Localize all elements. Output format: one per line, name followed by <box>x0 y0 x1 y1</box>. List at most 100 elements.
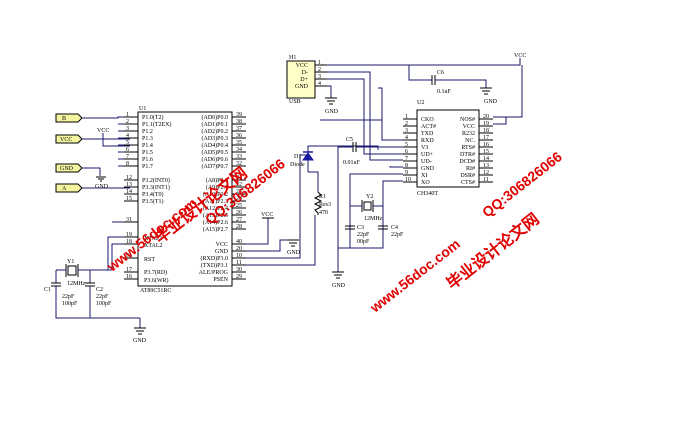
svg-text:P1.3: P1.3 <box>142 136 153 142</box>
svg-text:11: 11 <box>236 260 242 266</box>
svg-text:22pF: 22pF <box>357 232 370 238</box>
port-tag-gnd-label: GND <box>60 166 74 172</box>
crystal-y2: Y2 12MHz <box>350 194 383 222</box>
svg-text:P1.0(T2): P1.0(T2) <box>142 114 164 121</box>
u1-right-pin-0: 39(AD0)P0.0 <box>202 112 246 121</box>
svg-text:7: 7 <box>126 154 129 160</box>
svg-text:(AD0)P0.0: (AD0)P0.0 <box>202 114 229 121</box>
capacitor-c6: GND C6 0.1uF <box>408 65 498 105</box>
svg-text:(TXD)P3.1: (TXD)P3.1 <box>201 262 228 269</box>
svg-text:17: 17 <box>126 267 132 273</box>
svg-text:C4: C4 <box>391 225 398 231</box>
svg-text:H1: H1 <box>289 55 296 61</box>
svg-text:16: 16 <box>483 142 489 148</box>
u1-right2-pin-7: 28(A15)P2.7 <box>203 224 246 233</box>
svg-text:(AD5)P0.5: (AD5)P0.5 <box>202 149 229 156</box>
svg-text:6: 6 <box>126 147 129 153</box>
svg-text:13: 13 <box>483 163 489 169</box>
svg-text:22: 22 <box>236 182 242 188</box>
svg-text:9: 9 <box>126 253 129 259</box>
svg-text:4: 4 <box>126 133 129 139</box>
u1-right2-pin-5: 26(A13)P2.5 <box>203 210 246 219</box>
port-tag-a-label: A <box>62 186 67 192</box>
svg-text:(AD3)P0.3: (AD3)P0.3 <box>202 135 229 142</box>
svg-text:00pF: 00pF <box>357 239 370 245</box>
svg-text:(AD6)P0.6: (AD6)P0.6 <box>202 156 229 163</box>
svg-text:D-: D- <box>302 70 308 76</box>
svg-text:2: 2 <box>126 119 129 125</box>
u1-right2-pin-3: 24(A11)P2.3 <box>203 196 246 205</box>
h1-pin-2: 3D+ <box>300 74 327 83</box>
diode-d1: D1 Diode <box>290 145 379 172</box>
u1-right-pin-4: 35(AD4)P0.4 <box>202 140 246 149</box>
svg-text:22pF: 22pF <box>391 232 404 238</box>
u1-right3-pin-3: 11 (TXD)P3.1 <box>201 260 246 269</box>
svg-text:USB: USB <box>289 99 301 105</box>
u1-right2-pin-0: 21(A8)P2.0 <box>206 175 246 184</box>
svg-text:PSEN: PSEN <box>213 277 228 283</box>
svg-text:C3: C3 <box>357 225 364 231</box>
svg-text:12MHz: 12MHz <box>67 281 86 287</box>
svg-text:C5: C5 <box>346 137 353 143</box>
svg-text:XTAL2: XTAL2 <box>144 243 163 249</box>
svg-text:P1.5: P1.5 <box>142 150 153 156</box>
svg-text:4: 4 <box>318 81 321 87</box>
svg-text:40: 40 <box>236 239 242 245</box>
svg-text:RI#: RI# <box>466 166 475 172</box>
u1-right2-pin-1: 22(A9)P2.1 <box>206 182 246 191</box>
svg-text:15: 15 <box>483 149 489 155</box>
svg-text:10: 10 <box>236 253 242 259</box>
svg-text:XO: XO <box>421 180 430 186</box>
svg-text:(A13)P2.5: (A13)P2.5 <box>203 212 228 219</box>
svg-text:R232: R232 <box>462 131 475 137</box>
port-tag-gnd: GND <box>55 163 83 173</box>
svg-text:19: 19 <box>126 232 132 238</box>
svg-text:CTS#: CTS# <box>461 180 475 186</box>
svg-text:12: 12 <box>483 170 489 176</box>
svg-text:(A12)P2.4: (A12)P2.4 <box>203 205 228 212</box>
svg-text:(AD2)P0.2: (AD2)P0.2 <box>202 128 229 135</box>
svg-text:9: 9 <box>405 170 408 176</box>
svg-text:8: 8 <box>126 161 129 167</box>
port-tag-b-label: B <box>62 116 66 122</box>
gnd-label-u1: GND <box>95 184 109 190</box>
u1-right-pin-2: 37(AD2)P0.2 <box>202 126 246 135</box>
svg-text:470: 470 <box>319 210 328 216</box>
resistor-r1: R1 Res3 470 <box>308 171 331 216</box>
svg-text:14: 14 <box>483 156 489 162</box>
svg-text:20: 20 <box>483 114 489 120</box>
svg-text:3: 3 <box>405 128 408 134</box>
svg-text:0.1uF: 0.1uF <box>437 89 452 95</box>
svg-text:21: 21 <box>236 175 242 181</box>
svg-text:2: 2 <box>405 121 408 127</box>
svg-text:34: 34 <box>236 147 242 153</box>
port-tag-vcc-label: VCC <box>60 137 72 143</box>
svg-text:UD+: UD+ <box>421 152 434 158</box>
svg-text:32: 32 <box>236 161 242 167</box>
svg-text:D+: D+ <box>300 77 308 83</box>
svg-text:V3: V3 <box>421 145 428 151</box>
